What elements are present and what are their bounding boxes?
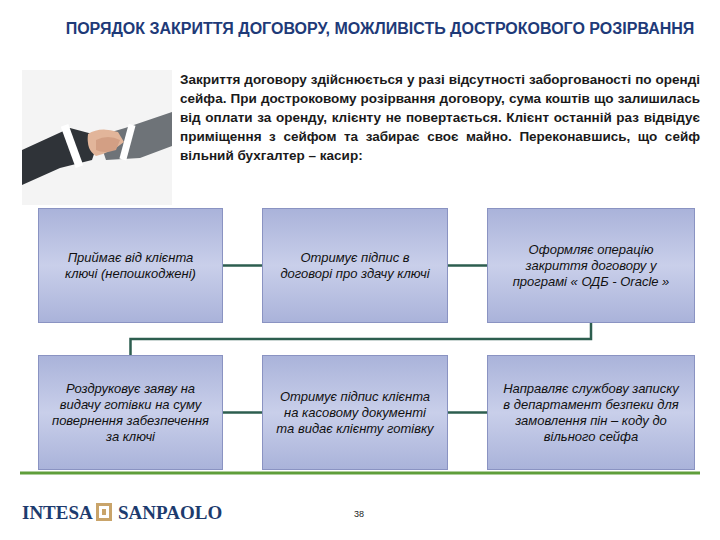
connector-line xyxy=(223,411,262,414)
process-box: Отримує підпис клієнта на касовому докум… xyxy=(262,355,448,470)
box-text-wrap: Роздруковує заяву на видачу готівки на с… xyxy=(51,381,210,445)
box-text: Отримує підпис в договорі про здачу ключ… xyxy=(275,250,435,282)
logo-word: INTESA xyxy=(22,502,93,524)
slide-title: ПОРЯДОК ЗАКРИТТЯ ДОГОВОРУ, МОЖЛИВІСТЬ ДО… xyxy=(60,18,700,40)
box-text-wrap: Приймає від клієнта ключі (непошкоджені) xyxy=(51,250,210,282)
box-text: Отримує підпис клієнта на касовому докум… xyxy=(275,389,435,437)
page-number: 38 xyxy=(354,509,364,519)
process-box: Роздруковує заяву на видачу готівки на с… xyxy=(38,355,223,470)
logo-word: SANPAOLO xyxy=(118,502,222,524)
connector-line xyxy=(131,323,592,355)
box-text-wrap: Оформляє операцію закриття договору у пр… xyxy=(500,242,682,290)
process-box: Оформляє операцію закриття договору у пр… xyxy=(487,208,695,323)
connector-line xyxy=(448,264,487,267)
connector-line xyxy=(223,264,262,267)
process-box: Направляє службову записку в департамент… xyxy=(487,355,695,470)
process-box: Отримує підпис в договорі про здачу ключ… xyxy=(262,208,448,323)
footer-rule xyxy=(20,472,700,475)
connector-line xyxy=(448,411,487,414)
intro-paragraph: Закриття договору здійснюється у разі ві… xyxy=(180,70,700,165)
logo-icon xyxy=(96,503,112,521)
box-text: Направляє службову записку в департамент… xyxy=(500,381,682,445)
process-box: Приймає від клієнта ключі (непошкоджені) xyxy=(38,208,223,323)
box-text-wrap: Отримує підпис клієнта на касовому докум… xyxy=(275,389,435,437)
box-text-wrap: Направляє службову записку в департамент… xyxy=(500,381,682,445)
box-text: Роздруковує заяву на видачу готівки на с… xyxy=(51,381,210,445)
box-text: Оформляє операцію закриття договору у пр… xyxy=(500,242,682,290)
box-text-wrap: Отримує підпис в договорі про здачу ключ… xyxy=(275,250,435,282)
box-text: Приймає від клієнта ключі (непошкоджені) xyxy=(51,250,210,282)
handshake-photo xyxy=(22,70,172,205)
